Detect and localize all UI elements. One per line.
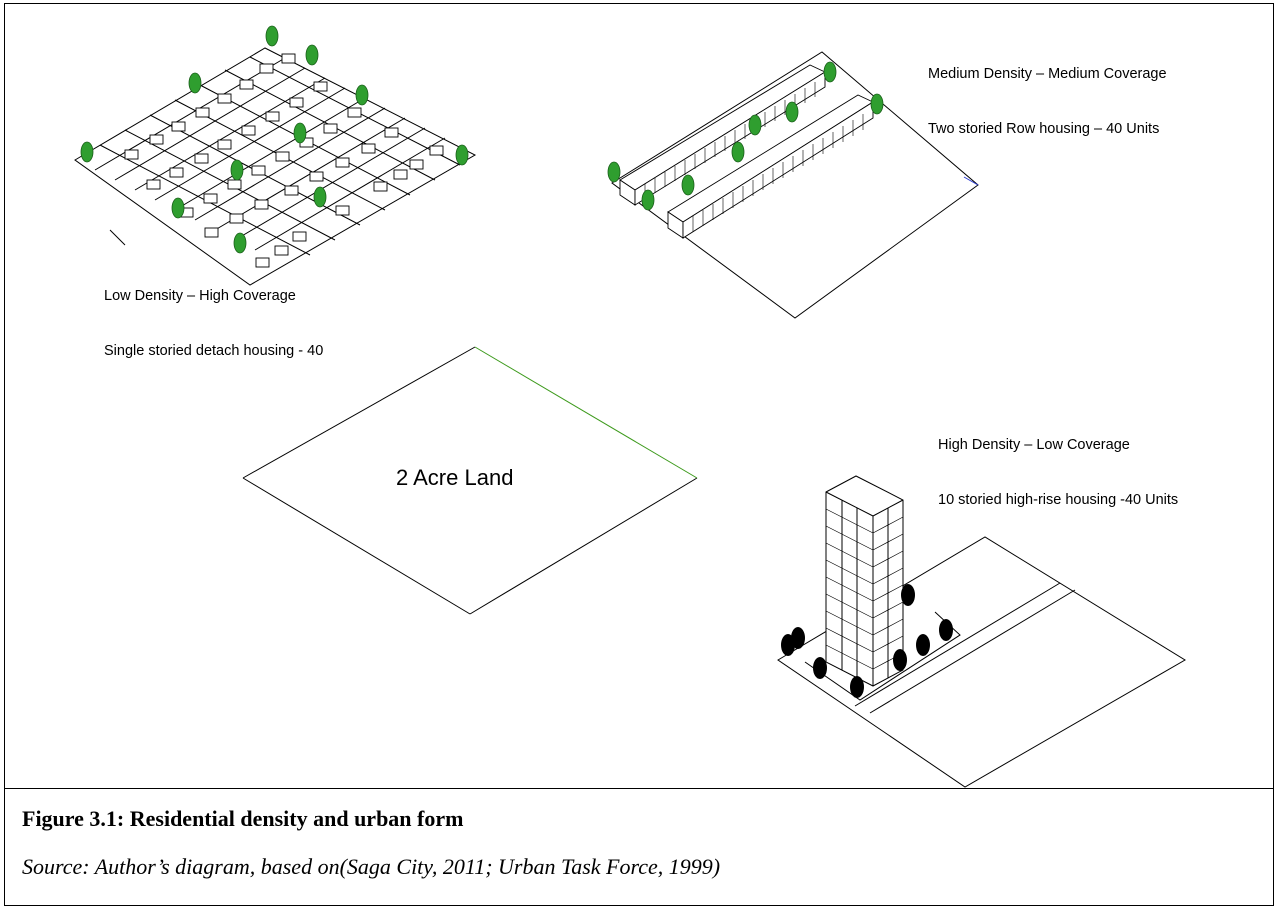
caption-divider (4, 788, 1274, 789)
low-density-subtitle: Single storied detach housing - 40 (104, 343, 324, 359)
figure-caption-title: Figure 3.1: Residential density and urba… (22, 806, 464, 831)
row-housing-blocks (619, 64, 874, 239)
row-green-trees (607, 61, 884, 211)
tower (825, 475, 904, 687)
high-density-subtitle: 10 storied high-rise housing -40 Units (938, 492, 1179, 508)
medium-density-subtitle: Two storied Row housing – 40 Units (928, 121, 1160, 137)
medium-density-title: Medium Density – Medium Coverage (928, 66, 1167, 82)
figure-frame (4, 3, 1274, 906)
high-density-title: High Density – Low Coverage (938, 437, 1130, 453)
medium-density-plan (611, 51, 979, 319)
density-diagram (74, 25, 1186, 788)
dark-trees (781, 584, 953, 698)
figure-caption-source: Source: Author’s diagram, based on(Saga … (22, 854, 721, 879)
green-trees (80, 25, 469, 254)
low-density-title: Low Density – High Coverage (104, 288, 296, 304)
land-area-label: 2 Acre Land (396, 465, 514, 490)
high-density-plan (777, 536, 1186, 788)
small-houses (124, 53, 444, 268)
two-acre-parcel (242, 346, 698, 615)
tower-floor-lines (825, 508, 904, 670)
